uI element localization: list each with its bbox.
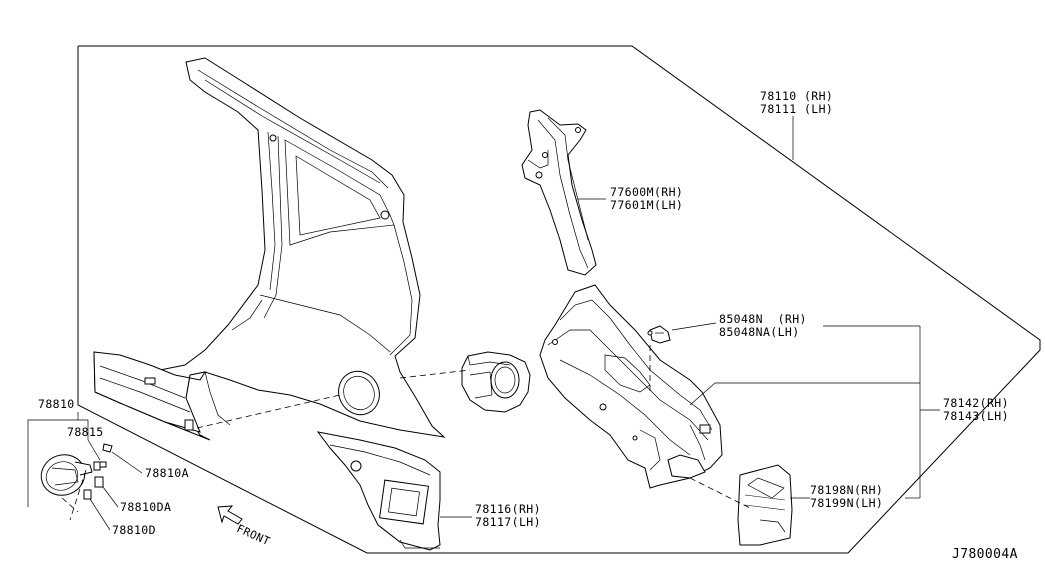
label-78199n: 78199N(LH) [810,496,884,510]
label-78110: 78110 (RH) [760,89,834,103]
fuel-lid-assembly [40,443,113,500]
panel-78198n [737,464,793,546]
assembly-frame [77,45,1041,554]
lower-outer-extension [316,431,441,551]
rear-quarter-panel [93,57,446,441]
inner-wheelhouse [539,284,723,489]
label-78815: 78815 [67,425,104,439]
rear-pillar [521,109,597,276]
diagram-id: J780004A [952,547,1018,562]
label-78810d: 78810D [112,523,156,537]
label-78810a: 78810A [145,466,189,480]
assembly-dashed-lines [61,345,751,521]
label-85048na: 85048NA(LH) [719,325,800,339]
label-78117: 78117(LH) [475,515,541,529]
label-85048n: 85048N (RH) [719,312,807,326]
label-77601m: 77601M(LH) [610,198,684,212]
label-77600m: 77600M(RH) [610,185,684,199]
front-arrow-icon [217,505,243,525]
label-78810: 78810 [38,397,75,411]
fuel-filler-pocket [461,351,531,413]
label-78116: 78116(RH) [475,502,541,516]
bracket-85048n [647,325,671,344]
label-78198n: 78198N(RH) [810,483,884,497]
label-78142: 78142(RH) [943,396,1009,410]
label-78810da: 78810DA [120,500,172,514]
leader-lines [27,116,940,531]
label-78143: 78143(LH) [943,409,1009,423]
label-78111: 78111 (LH) [760,102,834,116]
